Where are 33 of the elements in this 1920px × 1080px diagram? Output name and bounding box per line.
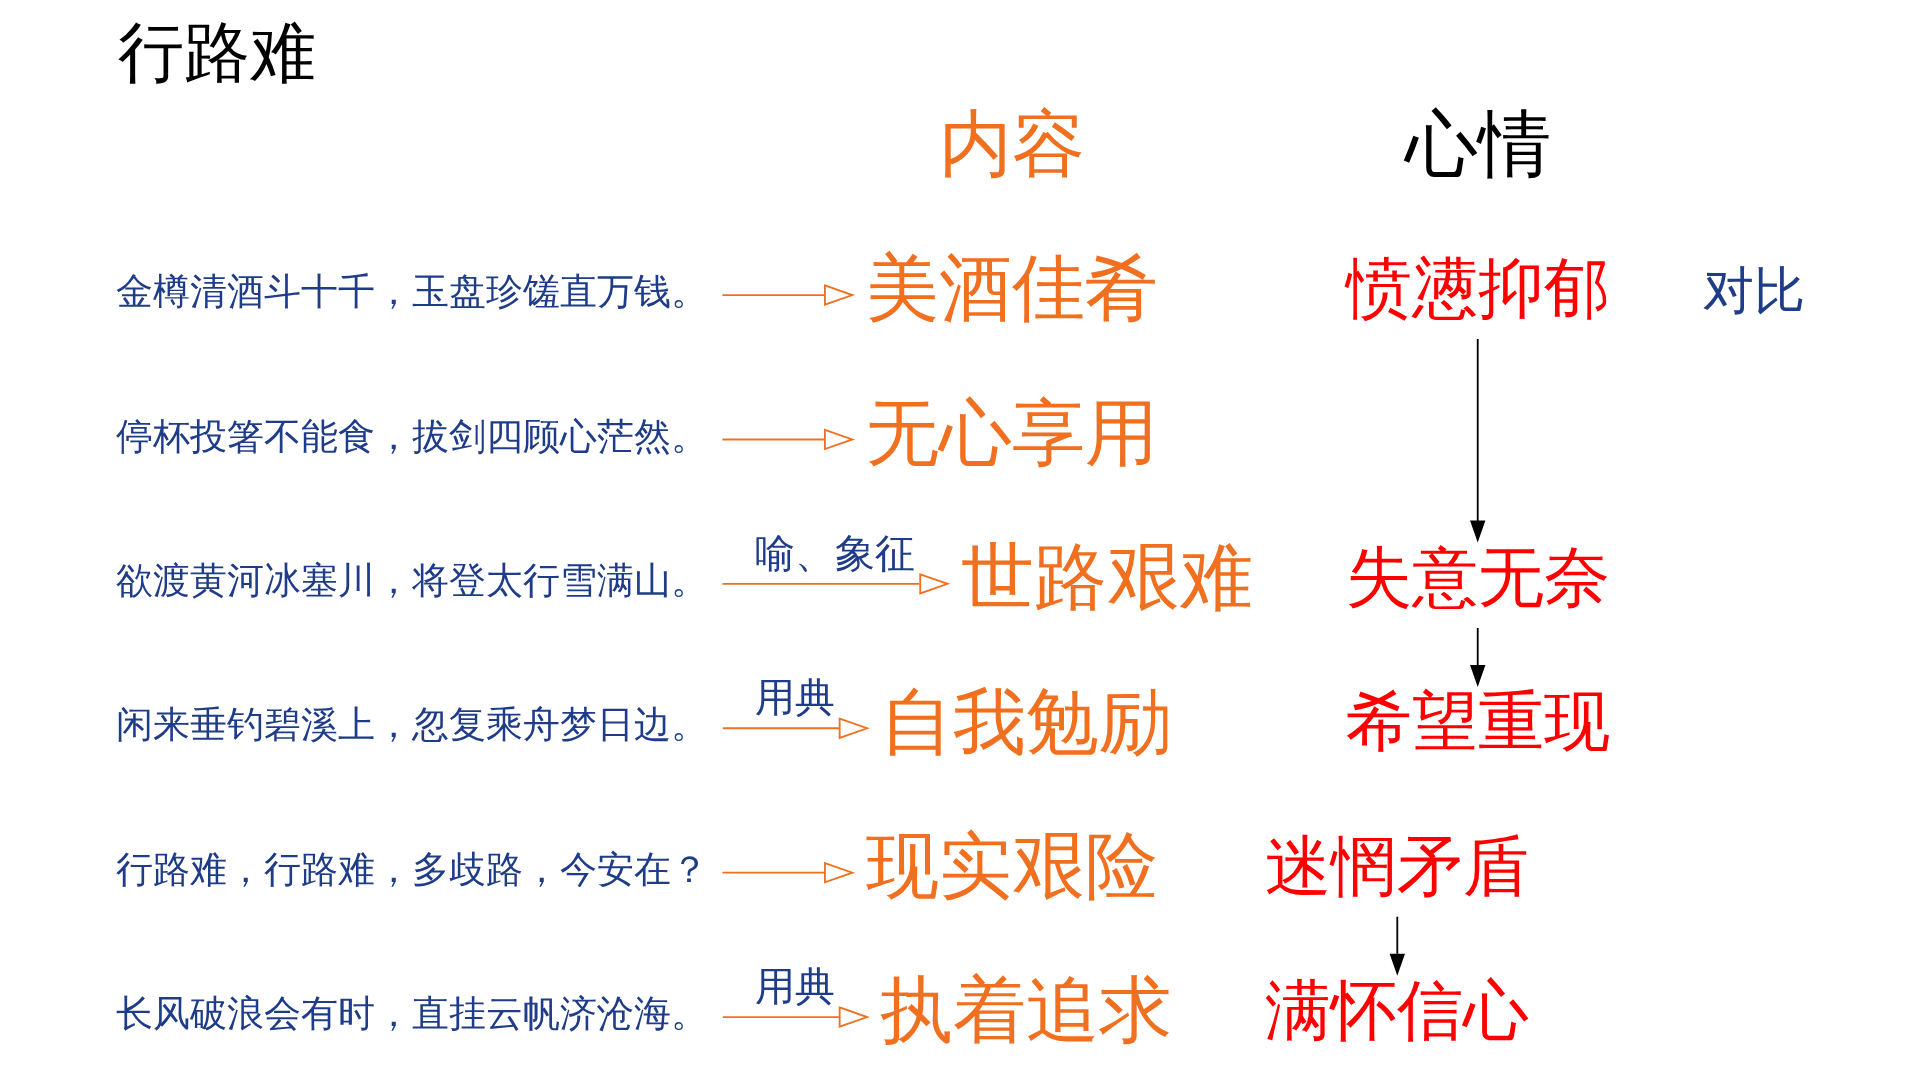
arrow: [721, 861, 856, 884]
node-text: 美酒佳肴: [865, 245, 1158, 331]
arrow: [721, 1006, 870, 1028]
arrow: [1470, 338, 1486, 543]
node-text: 失意无奈: [1345, 538, 1610, 616]
node-text: 希望重现: [1345, 683, 1610, 761]
node-text: 愤懑抑郁: [1345, 250, 1610, 328]
label: 内容: [938, 100, 1085, 186]
diagram-title: 行路难: [117, 14, 316, 92]
arrow: [721, 573, 951, 595]
label: 对比: [1702, 260, 1805, 320]
edge-label: 用典: [754, 962, 835, 1009]
edge-label: 喻、象征: [754, 529, 915, 576]
edge-label: 用典: [754, 674, 835, 721]
node-text: 长风破浪会有时，直挂云帆济沧海。: [116, 992, 709, 1036]
node-text: 行路难，行路难，多歧路，今安在？: [116, 847, 709, 891]
label: 心情: [1404, 100, 1551, 186]
node-text: 闲来垂钓碧溪上，忽复乘舟梦日边。: [116, 703, 709, 747]
arrow: [721, 717, 870, 740]
node-text: 欲渡黄河冰塞川，将登太行雪满山。: [116, 559, 709, 603]
node-text: 迷惘矛盾: [1265, 827, 1530, 905]
node-text: 满怀信心: [1265, 972, 1530, 1050]
arrow: [1470, 627, 1486, 687]
arrow: [1389, 915, 1405, 976]
node-text: 世路艰难: [960, 534, 1253, 620]
node-text: 无心享用: [865, 389, 1158, 475]
node-text: 金樽清酒斗十千，玉盘珍馐直万钱。: [116, 270, 709, 314]
node-text: 停杯投箸不能食，拔剑四顾心茫然。: [116, 414, 709, 458]
node-text: 执着追求: [880, 967, 1173, 1053]
arrow: [721, 284, 856, 306]
arrow: [721, 428, 856, 451]
node-text: 自我勉励: [880, 678, 1173, 764]
node-text: 现实艰险: [865, 822, 1158, 908]
